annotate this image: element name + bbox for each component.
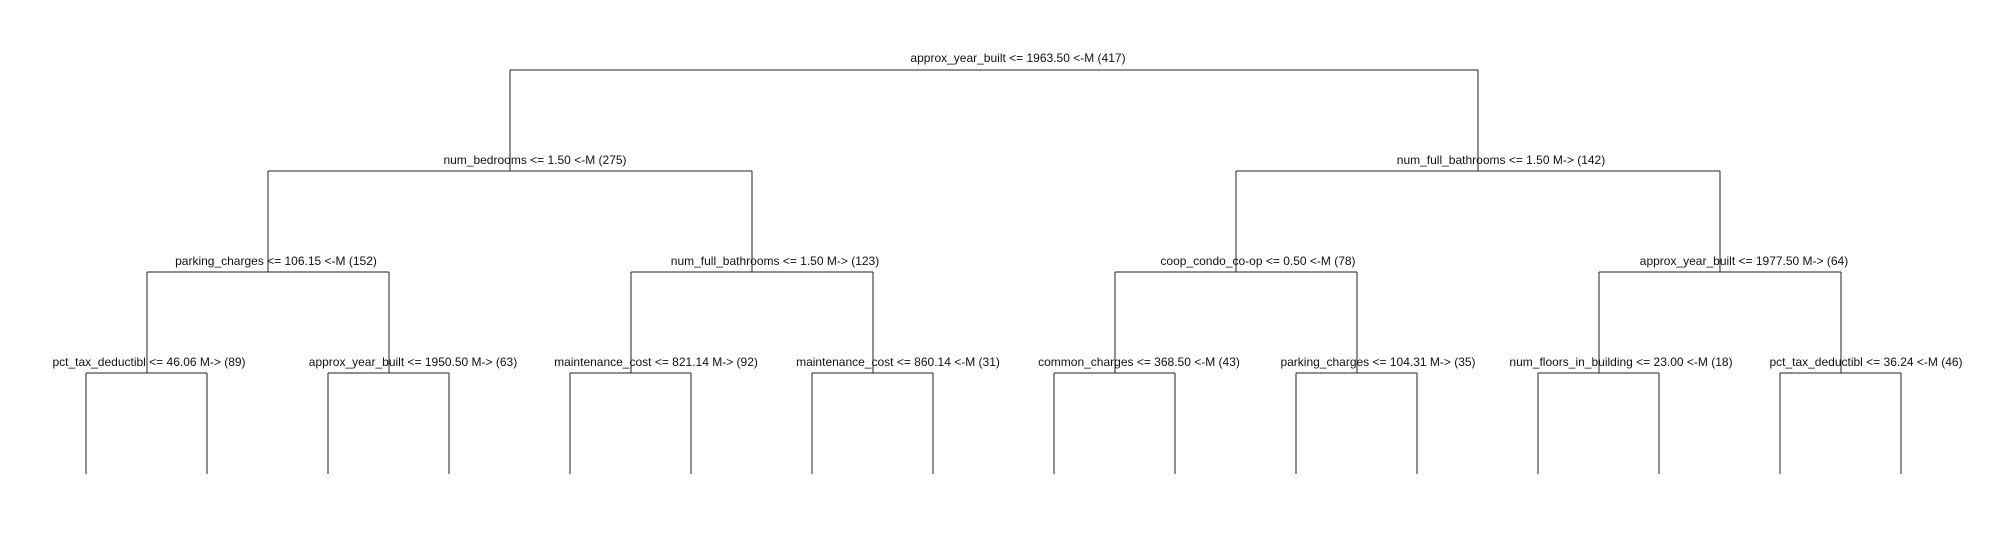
node-RRL-label: num_floors_in_building <= 23.00 <-M (18)	[1509, 355, 1732, 369]
node-L-label: num_bedrooms <= 1.50 <-M (275)	[443, 153, 626, 167]
node-R-label: num_full_bathrooms <= 1.50 M-> (142)	[1397, 153, 1605, 167]
node-RLL-label: common_charges <= 368.50 <-M (43)	[1038, 355, 1240, 369]
node-LLR-label: approx_year_built <= 1950.50 M-> (63)	[309, 355, 517, 369]
node-RR-label: approx_year_built <= 1977.50 M-> (64)	[1640, 254, 1848, 268]
node-LRL-label: maintenance_cost <= 821.14 M-> (92)	[554, 355, 758, 369]
node-RRR-label: pct_tax_deductibl <= 36.24 <-M (46)	[1769, 355, 1962, 369]
node-root-label: approx_year_built <= 1963.50 <-M (417)	[910, 51, 1125, 65]
node-LR-label: num_full_bathrooms <= 1.50 M-> (123)	[671, 254, 879, 268]
tree-edges	[85, 69, 1902, 474]
node-RLR-label: parking_charges <= 104.31 M-> (35)	[1280, 355, 1475, 369]
node-LLL-label: pct_tax_deductibl <= 46.06 M-> (89)	[52, 355, 245, 369]
node-LL-label: parking_charges <= 106.15 <-M (152)	[175, 254, 377, 268]
node-RL-label: coop_condo_co-op <= 0.50 <-M (78)	[1160, 254, 1355, 268]
node-LRR-label: maintenance_cost <= 860.14 <-M (31)	[796, 355, 1000, 369]
